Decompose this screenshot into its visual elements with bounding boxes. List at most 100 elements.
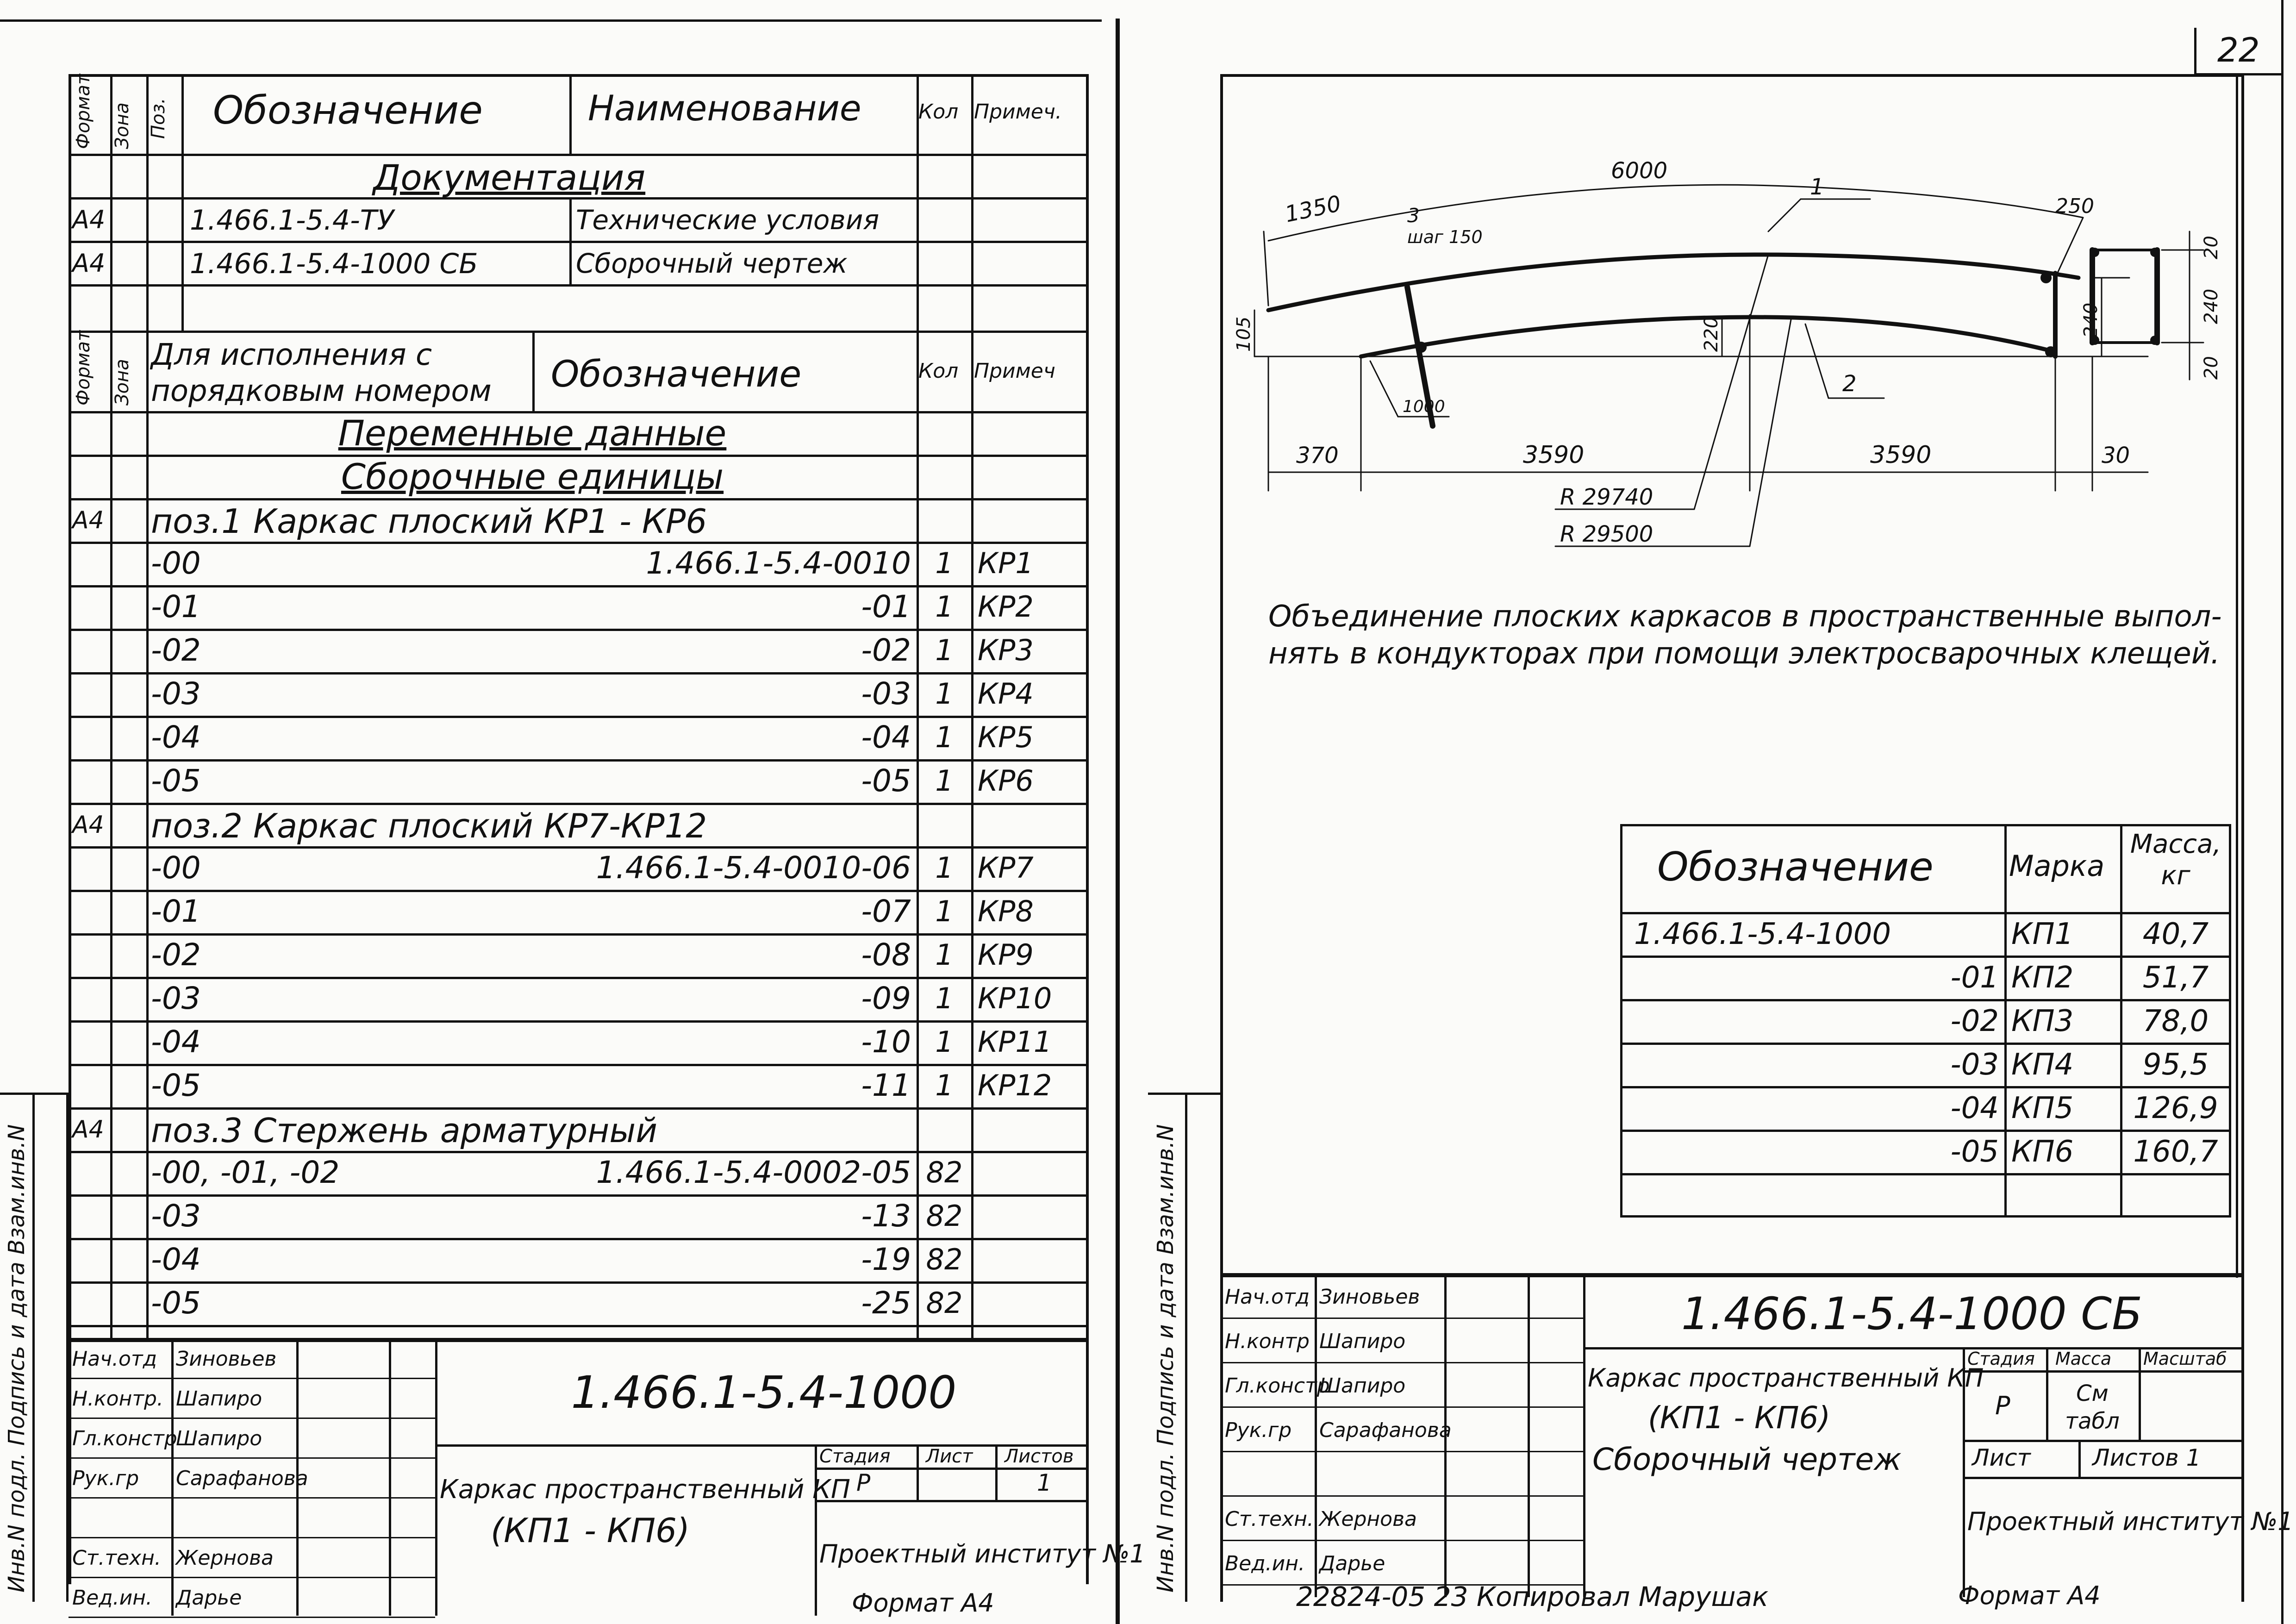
tb-name: Сарафанова bbox=[176, 1467, 308, 1490]
rtb-col-text bbox=[1583, 1273, 1585, 1597]
tb-role: Ст.техн. bbox=[72, 1546, 161, 1570]
right-tb-code: 1.466.1-5.4-1000 СБ bbox=[1681, 1288, 2143, 1340]
left-tb-sheets: 1 bbox=[1037, 1469, 1052, 1496]
rtb-col-scale bbox=[2139, 1347, 2141, 1440]
spec-row-name: -03 bbox=[151, 1198, 201, 1234]
weld-point bbox=[2040, 272, 2052, 283]
spec-row-line bbox=[69, 803, 1089, 805]
spec-row-line bbox=[69, 1107, 1089, 1110]
leader-pos2 bbox=[1804, 323, 1829, 399]
spec-row-line bbox=[69, 716, 1089, 718]
spec-row-oboz: -02 bbox=[861, 632, 911, 668]
mt-mass: 126,9 bbox=[2133, 1091, 2218, 1125]
spec-row-line bbox=[69, 1325, 1089, 1327]
mt-row-line bbox=[1620, 1130, 2231, 1132]
spec-row-oboz: -09 bbox=[861, 981, 911, 1016]
spec-row-kol: 1 bbox=[935, 851, 954, 885]
dim-left-end: 1350 bbox=[1283, 191, 1343, 228]
dim-slant: 1000 bbox=[1403, 397, 1445, 416]
tb-stage-head bbox=[815, 1468, 1089, 1470]
h1-col-naim bbox=[569, 197, 572, 284]
tb-col-sig bbox=[296, 1338, 299, 1616]
doc-row2-oboz: 1.466.1-5.4-1000 СБ bbox=[190, 248, 478, 280]
right-tb-name1: Каркас пространственный КП bbox=[1588, 1363, 1984, 1393]
doc-row2-top bbox=[69, 241, 1089, 243]
mt-row-line bbox=[1620, 1086, 2231, 1088]
dim-h-right: 240 bbox=[2080, 303, 2102, 338]
spec-row-name: -00, -01, -02 bbox=[151, 1155, 340, 1190]
col-zone bbox=[146, 331, 149, 1340]
head2-bottom bbox=[69, 411, 1089, 413]
section-documentation: Документация bbox=[373, 157, 646, 198]
spec-row-kol: 1 bbox=[935, 633, 954, 667]
mt-head-bottom bbox=[1620, 912, 2231, 914]
spec-row-oboz: -07 bbox=[861, 893, 911, 929]
spec-row-line bbox=[69, 759, 1089, 762]
spec-row-prim: КР6 bbox=[978, 764, 1034, 798]
rtb-stage-head bbox=[1963, 1370, 2244, 1373]
rtb-name: Шапиро bbox=[1319, 1330, 1406, 1353]
mt-h-mark: Марка bbox=[2009, 849, 2105, 883]
right-tb-name2: (КП1 - КП6) bbox=[1648, 1400, 1831, 1436]
rtb-col-sheets bbox=[2078, 1440, 2081, 1477]
rtb-person-line bbox=[1220, 1406, 1583, 1408]
leader-r1 bbox=[1693, 254, 1769, 510]
col-format bbox=[110, 331, 112, 1340]
mt-mass: 160,7 bbox=[2133, 1135, 2218, 1169]
rtb-person-line bbox=[1220, 1495, 1583, 1497]
left-tb-sheet-label: Лист bbox=[926, 1446, 973, 1467]
left-tb-stage-label: Стадия bbox=[819, 1446, 891, 1467]
tb-code-bottom bbox=[435, 1444, 1089, 1447]
h1-kol: Кол bbox=[918, 100, 959, 124]
rtb-person-line bbox=[1220, 1362, 1583, 1363]
dim-bottom-mid2: 3590 bbox=[1870, 441, 1931, 469]
mt-col-mark bbox=[2004, 824, 2007, 1218]
gap-row-bottom bbox=[69, 331, 1089, 333]
spec-row-kol: 1 bbox=[935, 981, 954, 1015]
left-format-note: Формат А4 bbox=[852, 1588, 994, 1618]
spec-row-line bbox=[69, 890, 1089, 892]
mt-h-oboz: Обозначение bbox=[1657, 844, 1934, 890]
dim-right-end: 250 bbox=[2055, 194, 2094, 218]
doc-row1-oboz: 1.466.1-5.4-ТУ bbox=[190, 204, 394, 237]
h2-isp: Для исполнения с порядковым номером bbox=[151, 338, 492, 408]
h1-col-pos bbox=[181, 74, 184, 331]
tb-person-line bbox=[69, 1537, 435, 1538]
page-number-box-left bbox=[2194, 28, 2196, 74]
lower-chord bbox=[1359, 315, 2058, 359]
doc-row1-format: А4 bbox=[72, 205, 106, 234]
spec-row-name: -03 bbox=[151, 676, 201, 712]
right-tb-mass-label: Масса bbox=[2055, 1349, 2112, 1369]
h2-format: Формат bbox=[73, 330, 94, 406]
weld-point bbox=[1416, 342, 1427, 353]
rtb-person-line bbox=[1220, 1540, 1583, 1541]
dim-pitch-note: шаг 150 bbox=[1407, 227, 1483, 247]
h2-col-oboz bbox=[532, 331, 535, 411]
rtb-name: Шапиро bbox=[1319, 1374, 1406, 1398]
mt-oboz: -01 bbox=[1950, 961, 1999, 995]
spec-row-kol: 1 bbox=[935, 894, 954, 928]
doc-row2-naim: Сборочный чертеж bbox=[576, 248, 848, 279]
right-tb-stage-label: Стадия bbox=[1967, 1349, 2035, 1369]
dim-h-mid: 220 bbox=[1701, 317, 1722, 352]
spec-row-line bbox=[69, 1238, 1089, 1240]
upper-chord bbox=[1266, 252, 2081, 312]
sec-dim-mid: 240 bbox=[2201, 289, 2222, 324]
dim-bottom-left: 370 bbox=[1296, 443, 1339, 468]
spec-row-name: -02 bbox=[151, 937, 201, 973]
mt-col-mass bbox=[2120, 824, 2122, 1218]
mt-mark: КП5 bbox=[2011, 1091, 2074, 1125]
right-side-strip bbox=[1148, 1093, 1220, 1602]
frame-drawing: 6000 1350 250 3 шаг 150 105 220 240 370 … bbox=[1233, 158, 2222, 547]
dim-r2: R 29500 bbox=[1560, 521, 1653, 547]
spec-row-name: -01 bbox=[151, 893, 201, 929]
tb-name: Жернова bbox=[176, 1546, 274, 1570]
left-spec-frame bbox=[69, 74, 1089, 1584]
right-edge-line bbox=[2281, 0, 2284, 1624]
mt-row-line bbox=[1620, 956, 2231, 958]
mt-mass: 95,5 bbox=[2142, 1048, 2209, 1082]
tb-person-line bbox=[69, 1577, 435, 1578]
rtb-sheet-bottom bbox=[1963, 1477, 2244, 1479]
dim-r1: R 29740 bbox=[1560, 484, 1653, 510]
note-line-1: Объединение плоских каркасов в пространс… bbox=[1268, 600, 2222, 634]
